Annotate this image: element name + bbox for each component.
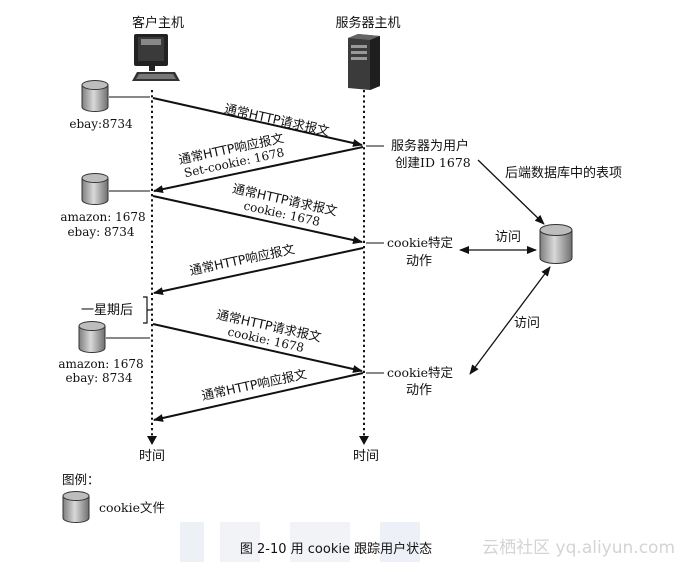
week-later-label: 一星期后 — [81, 303, 133, 318]
figure-caption: 图 2-10 用 cookie 跟踪用户状态 — [240, 541, 432, 557]
client-time-label: 时间 — [139, 449, 165, 464]
cookie-file-2-line-2: ebay: 8734 — [67, 225, 134, 239]
specific-action-1-line-1: cookie特定 — [387, 235, 453, 250]
server-host-label: 服务器主机 — [335, 15, 400, 31]
cookie-file-1-line-1: ebay:8734 — [69, 117, 133, 131]
svg-text:通常HTTP响应报文: 通常HTTP响应报文 — [188, 241, 296, 278]
access-label-2: 访问 — [514, 316, 540, 331]
backend-database-icon — [539, 224, 573, 264]
week-later-bracket — [143, 296, 151, 324]
backend-title-pointer — [477, 159, 545, 225]
message-2-label: 通常HTTP响应报文 Set-cookie: 1678 — [177, 130, 285, 180]
specific-action-1-line-2: 动作 — [406, 254, 432, 269]
legend-cookie-icon — [62, 491, 90, 523]
cookie-file-3-line-1: amazon: 1678 — [58, 357, 143, 371]
cookie-file-icon — [78, 321, 106, 353]
specific-action-2-line-1: cookie特定 — [387, 365, 453, 380]
cookie-file-2-line-1: amazon: 1678 — [60, 210, 145, 224]
client-computer-icon — [132, 34, 180, 81]
response-arrow-2 — [153, 247, 364, 296]
server-timeline-arrow — [359, 436, 369, 445]
cookie-file-icon — [81, 173, 109, 205]
request-arrow-1 — [152, 97, 363, 147]
client-host-label: 客户主机 — [132, 15, 184, 31]
specific-action-2-line-2: 动作 — [406, 383, 432, 398]
request-arrow-3 — [152, 323, 363, 373]
cookie-file-icon — [81, 80, 109, 112]
watermark-band — [180, 522, 420, 562]
access-arrow-2 — [469, 266, 551, 375]
server-time-label: 时间 — [353, 449, 379, 464]
backend-db-title: 后端数据库中的表项 — [505, 165, 622, 181]
watermark-text: 云栖社区 yq.aliyun.com — [482, 538, 675, 558]
access-label-1: 访问 — [495, 230, 521, 245]
server-tower-icon — [348, 34, 380, 90]
response-arrow-3 — [153, 372, 364, 422]
create-id-note-line-1: 服务器为用户 — [391, 138, 469, 154]
request-arrow-2 — [152, 195, 363, 244]
cookie-file-3-line-2: ebay: 8734 — [65, 371, 132, 385]
legend-item-label: cookie文件 — [99, 500, 165, 515]
client-timeline-arrow — [147, 436, 157, 445]
legend-title: 图例： — [62, 472, 100, 487]
message-4-label: 通常HTTP响应报文 — [188, 241, 296, 278]
create-id-note-line-2: 创建ID 1678 — [395, 155, 471, 170]
response-arrow-1 — [153, 146, 364, 194]
